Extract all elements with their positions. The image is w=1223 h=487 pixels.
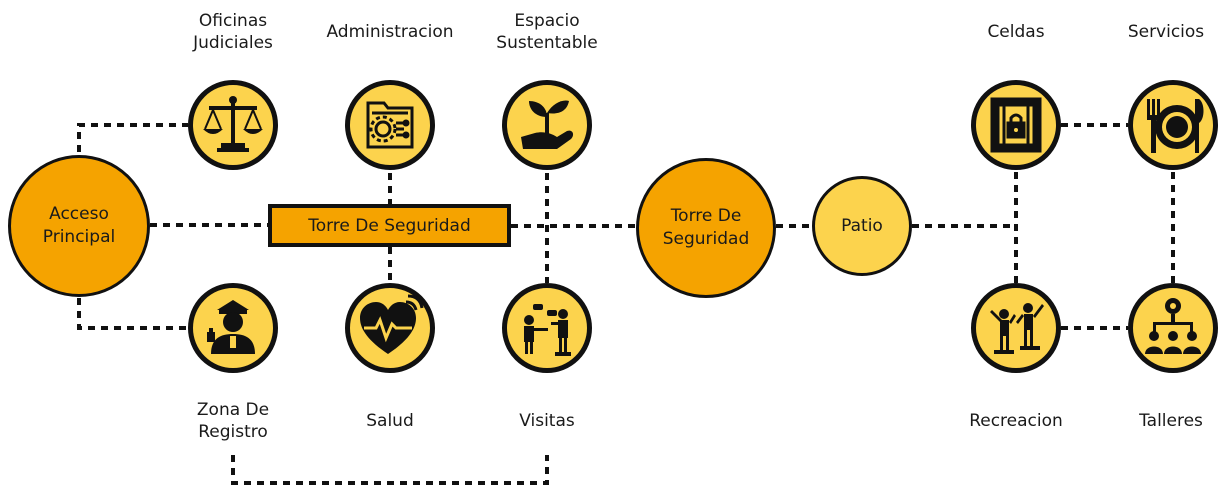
torre-rect-label: Torre De Seguridad [308, 215, 471, 236]
label-talleres: Talleres [1123, 410, 1219, 432]
node-administracion [345, 80, 435, 170]
servicios-text: Servicios [1127, 22, 1205, 42]
node-salud [345, 283, 435, 373]
label-visitas: Visitas [497, 410, 597, 432]
oficinas-line-1: Oficinas [198, 11, 268, 31]
node-acceso-principal: Acceso Principal [8, 155, 150, 297]
locked-cell-icon [990, 97, 1042, 153]
zona-line-2: Registro [198, 422, 268, 442]
heartbeat-icon [360, 294, 424, 354]
zona-line-1: Zona De [196, 400, 270, 420]
node-oficinas [188, 80, 278, 170]
node-espacio-sustentable [502, 80, 592, 170]
visitors-talking-icon [524, 304, 571, 356]
salud-text: Salud [366, 411, 414, 431]
security-guard-icon [207, 300, 255, 354]
dining-plate-icon [1147, 99, 1204, 153]
label-zona: Zona De Registro [183, 399, 283, 443]
node-servicios [1128, 80, 1218, 170]
node-torre-rect: Torre De Seguridad [268, 204, 511, 247]
connector-zona-visitas-bottom [231, 455, 549, 485]
node-celdas [971, 80, 1061, 170]
acceso-line-1: Acceso [49, 204, 109, 224]
label-oficinas: Oficinas Judiciales [183, 10, 283, 54]
people-exercising-icon [990, 303, 1044, 354]
node-patio: Patio [812, 176, 912, 276]
recreacion-text: Recreacion [969, 411, 1063, 431]
label-celdas: Celdas [961, 21, 1071, 43]
workshop-team-icon [1145, 298, 1201, 354]
oficinas-line-2: Judiciales [193, 33, 273, 53]
label-salud: Salud [340, 410, 440, 432]
acceso-line-2: Principal [42, 227, 116, 247]
connector-acceso-oficinas [77, 123, 188, 165]
node-torre-de-seguridad: Torre De Seguridad [636, 158, 776, 298]
node-zona-registro [188, 283, 278, 373]
visitas-text: Visitas [519, 411, 575, 431]
celdas-text: Celdas [987, 22, 1045, 42]
administracion-text: Administracion [326, 22, 454, 42]
torre-line-1: Torre De [670, 206, 742, 226]
patio-label: Patio [841, 216, 883, 236]
torre-line-2: Seguridad [662, 229, 750, 249]
espacio-line-2: Sustentable [496, 33, 598, 53]
label-espacio: Espacio Sustentable [487, 10, 607, 54]
espacio-line-1: Espacio [514, 11, 580, 31]
node-visitas [502, 283, 592, 373]
node-talleres [1128, 283, 1218, 373]
admin-folder-gear-icon [366, 101, 414, 149]
scales-of-justice-icon [203, 96, 263, 152]
label-recreacion: Recreacion [951, 410, 1081, 432]
label-administracion: Administracion [305, 21, 475, 43]
talleres-text: Talleres [1139, 411, 1203, 431]
node-recreacion [971, 283, 1061, 373]
label-servicios: Servicios [1113, 21, 1219, 43]
plant-in-hand-icon [521, 100, 574, 149]
connector-acceso-zona [77, 285, 188, 330]
